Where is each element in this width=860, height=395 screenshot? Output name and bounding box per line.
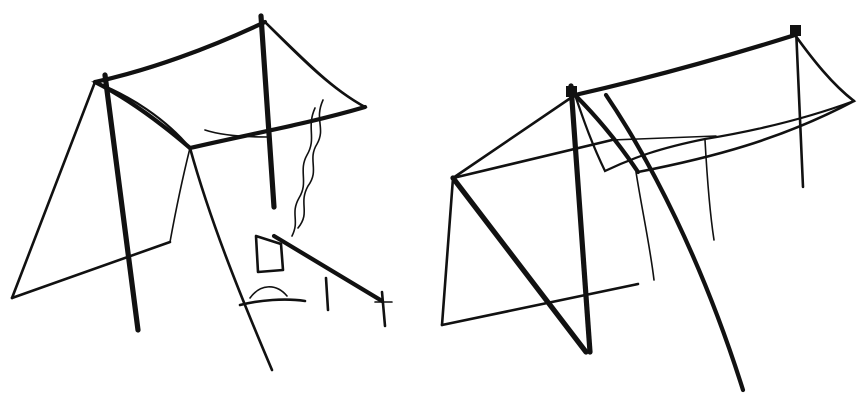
left-tarp-roof: [95, 22, 365, 148]
right-diagonal-brace: [453, 178, 586, 352]
stick-support: [326, 278, 328, 310]
fire-base: [240, 300, 305, 305]
left-side-bottom: [12, 242, 170, 298]
fire-flame: [250, 287, 287, 298]
left-front-pole: [105, 75, 138, 330]
left-guy-line-front: [190, 148, 272, 370]
stick-stake: [382, 292, 385, 326]
right-upper-frame: [453, 95, 575, 178]
left-tarp-shelter: [12, 16, 392, 370]
left-guy-line-left: [12, 82, 95, 298]
right-rear-cap: [790, 25, 801, 36]
right-front-cap: [566, 86, 577, 97]
right-left-guy-line: [442, 178, 453, 325]
left-tarp-side: [170, 148, 190, 242]
right-crossbar: [453, 140, 612, 178]
right-tarp-roof: [575, 35, 854, 171]
right-tarp-side: [636, 172, 654, 280]
right-tarp-shelter: [442, 25, 854, 390]
